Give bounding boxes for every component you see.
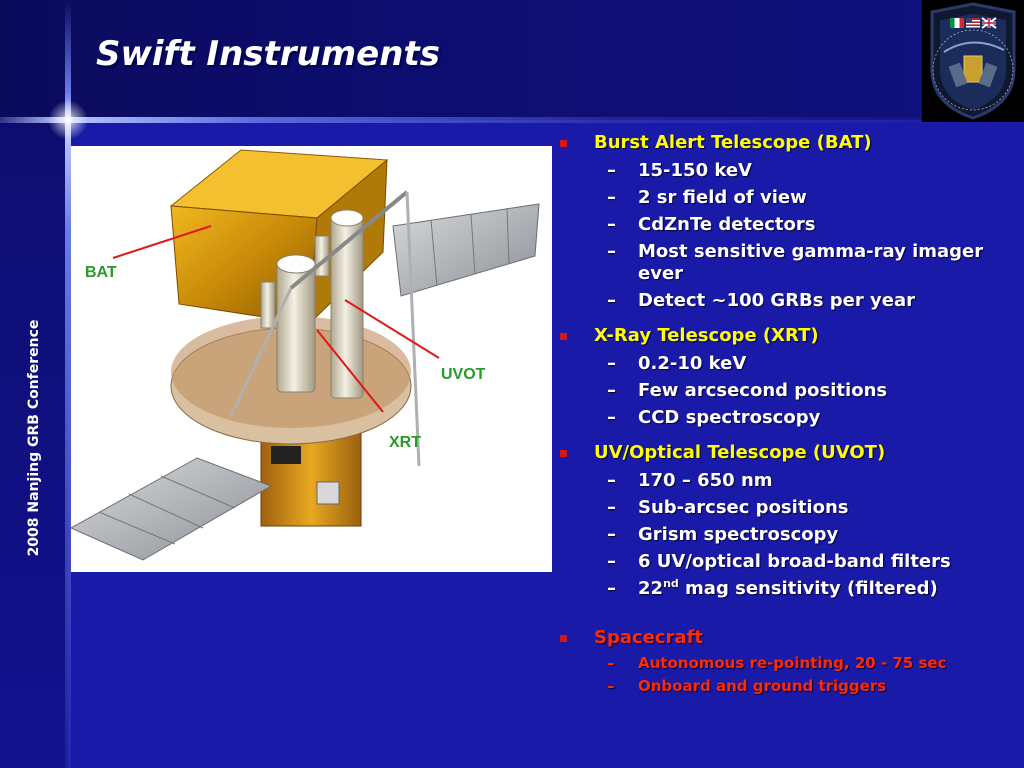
list-item: –Most sensitive gamma-ray imager ever — [607, 241, 984, 284]
nasa-swift-mission-patch-icon — [930, 2, 1016, 120]
slide-title: Swift Instruments — [96, 34, 440, 74]
swift-satellite-illustration — [69, 149, 540, 561]
horizontal-light-line — [0, 117, 1024, 123]
header-band — [0, 0, 1024, 120]
section-heading: X-Ray Telescope (XRT) — [560, 324, 1020, 348]
conference-label: 2008 Nanjing GRB Conference — [26, 319, 42, 557]
list-item: –22nd mag sensitivity (filtered) — [607, 577, 938, 599]
list-item: –Detect ~100 GRBs per year — [607, 290, 915, 311]
list-item: –0.2-10 keV — [607, 353, 747, 374]
list-item: –170 – 650 nm — [607, 470, 773, 491]
uvot-details: –170 – 650 nm –Sub-arcsec positions –Gri… — [560, 470, 1020, 600]
list-item: –15-150 keV — [607, 160, 752, 181]
list-item: –CCD spectroscopy — [607, 407, 821, 428]
uvot-section: UV/Optical Telescope (UVOT) –170 – 650 n… — [560, 441, 1020, 600]
swift-satellite-figure: BAT UVOT XRT — [69, 146, 552, 572]
list-item: –6 UV/optical broad-band filters — [607, 551, 951, 572]
instrument-bullet-list: Burst Alert Telescope (BAT) –15-150 keV … — [560, 131, 1020, 708]
bullet-square-icon — [560, 333, 567, 340]
section-heading: Spacecraft — [560, 626, 1020, 650]
uvot-callout-label: UVOT — [441, 366, 486, 383]
xrt-section: X-Ray Telescope (XRT) –0.2-10 keV –Few a… — [560, 324, 1020, 429]
bat-section: Burst Alert Telescope (BAT) –15-150 keV … — [560, 131, 1020, 312]
list-item: –2 sr field of view — [607, 187, 807, 208]
xrt-callout-arrow — [316, 329, 384, 413]
spacecraft-details: –Autonomous re-pointing, 20 - 75 sec –On… — [560, 653, 1020, 696]
bat-callout-arrow — [112, 225, 212, 259]
light-flare — [48, 100, 88, 140]
list-item: –Onboard and ground triggers — [607, 677, 887, 695]
uvot-callout-arrow — [344, 299, 440, 359]
spacecraft-section: Spacecraft –Autonomous re-pointing, 20 -… — [560, 626, 1020, 696]
section-heading: Burst Alert Telescope (BAT) — [560, 131, 1020, 155]
sidebar-band — [0, 120, 68, 768]
list-item: –Autonomous re-pointing, 20 - 75 sec — [607, 654, 947, 672]
swift-mission-patch — [922, 0, 1024, 122]
list-item: –Sub-arcsec positions — [607, 497, 849, 518]
xrt-details: –0.2-10 keV –Few arcsecond positions –CC… — [560, 353, 1020, 429]
list-item: –CdZnTe detectors — [607, 214, 816, 235]
list-item: –Grism spectroscopy — [607, 524, 839, 545]
bullet-square-icon — [560, 635, 567, 642]
bullet-square-icon — [560, 140, 567, 147]
xrt-callout-label: XRT — [389, 434, 421, 451]
bat-callout-label: BAT — [85, 264, 117, 281]
vertical-light-line — [65, 0, 71, 768]
bat-details: –15-150 keV –2 sr field of view –CdZnTe … — [560, 160, 1020, 312]
section-heading: UV/Optical Telescope (UVOT) — [560, 441, 1020, 465]
list-item: –Few arcsecond positions — [607, 380, 888, 401]
bullet-square-icon — [560, 450, 567, 457]
